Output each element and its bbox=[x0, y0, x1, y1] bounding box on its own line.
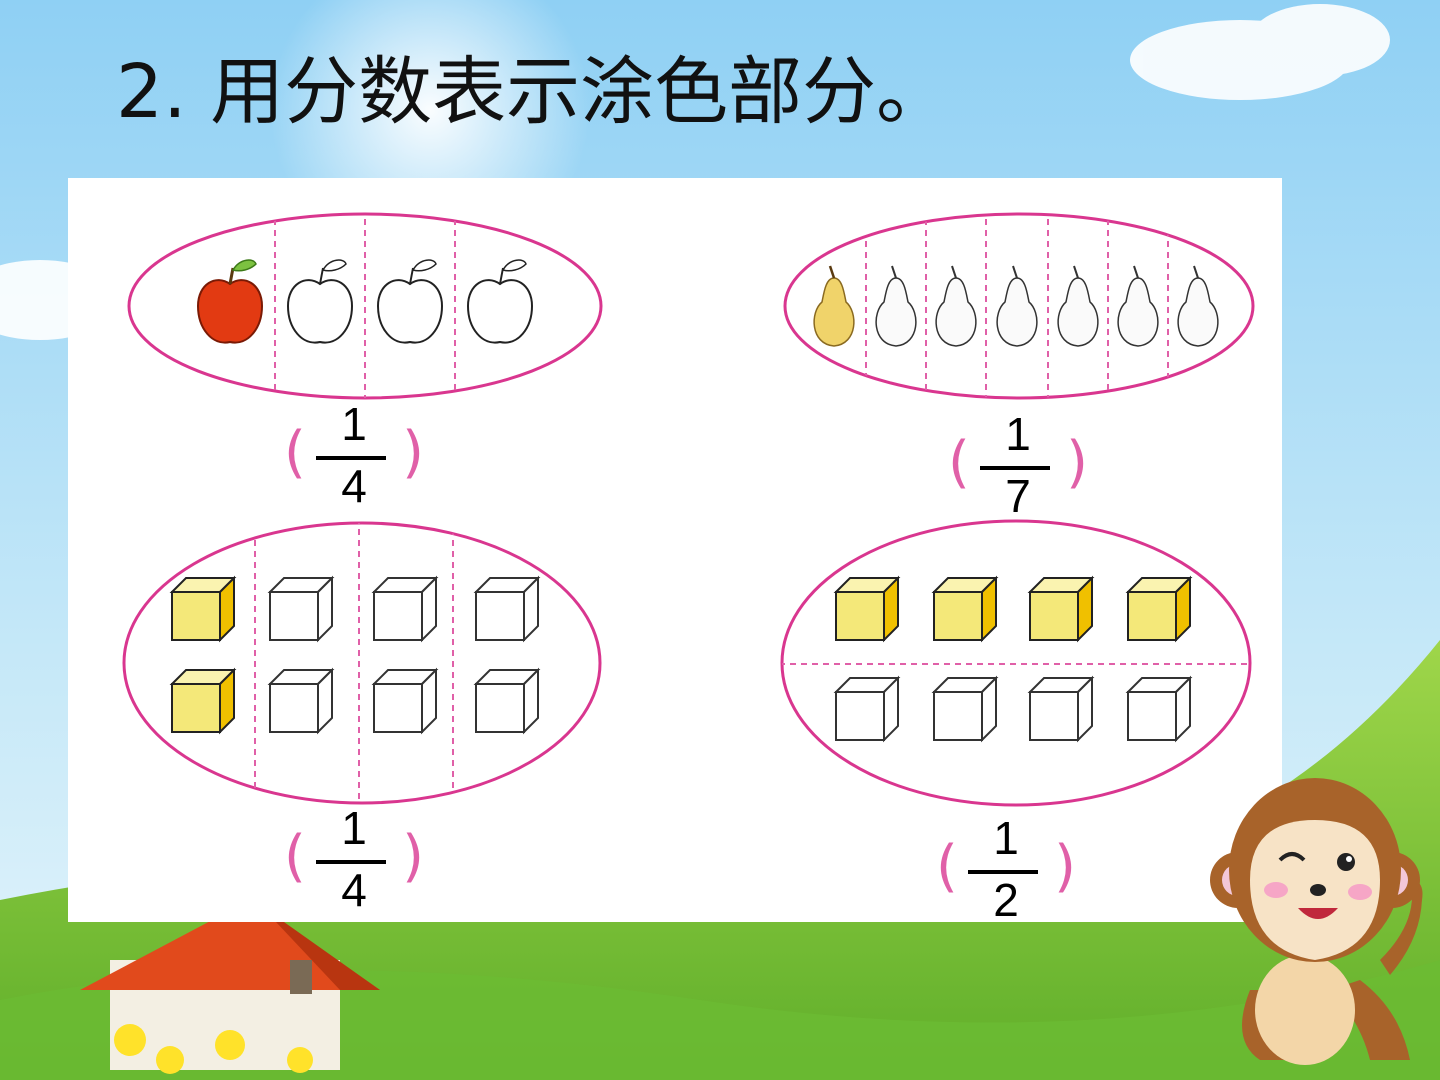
answer-fraction-apples: ( 1 4 ) bbox=[284, 398, 424, 518]
cube-group-quarters bbox=[122, 521, 602, 805]
fraction-numerator: 1 bbox=[341, 802, 367, 854]
pear-icon bbox=[996, 265, 1038, 347]
pear-icon bbox=[1057, 265, 1099, 347]
cube-icon bbox=[169, 667, 237, 735]
pear-icon bbox=[813, 265, 855, 347]
monkey-mascot-icon bbox=[1210, 778, 1423, 1065]
right-parenthesis: ) bbox=[1066, 430, 1088, 495]
cube-icon bbox=[931, 675, 999, 743]
fraction-denominator: 4 bbox=[341, 460, 367, 512]
cube-icon bbox=[833, 675, 901, 743]
answer-fraction-cubes-quarters: ( 1 4 ) bbox=[284, 802, 424, 922]
pear-icon bbox=[875, 265, 917, 347]
group-outline bbox=[783, 212, 1255, 400]
page-title: 2. 用分数表示涂色部分。 bbox=[116, 49, 951, 135]
fraction-bar bbox=[316, 456, 386, 460]
cube-icon bbox=[473, 575, 541, 643]
cube-icon bbox=[1125, 675, 1193, 743]
fraction-bar bbox=[980, 466, 1050, 470]
cube-icon bbox=[931, 575, 999, 643]
cube-icon bbox=[1125, 575, 1193, 643]
cube-icon bbox=[1027, 675, 1095, 743]
fraction-bar bbox=[968, 870, 1038, 874]
left-parenthesis: ( bbox=[948, 430, 970, 495]
left-parenthesis: ( bbox=[936, 834, 958, 899]
cube-icon bbox=[267, 575, 335, 643]
exercise-panel: ( 1 4 ) ( 1 7 ) ( 1 4 ) ( 1 2 ) bbox=[68, 178, 1282, 926]
group-outline bbox=[122, 521, 602, 805]
fraction-denominator: 4 bbox=[341, 864, 367, 916]
answer-fraction-pears: ( 1 7 ) bbox=[948, 408, 1088, 528]
right-parenthesis: ) bbox=[402, 824, 424, 889]
pear-group bbox=[783, 212, 1255, 400]
apple-icon bbox=[286, 259, 354, 344]
pear-icon bbox=[1177, 265, 1219, 347]
answer-fraction-cubes-halves: ( 1 2 ) bbox=[936, 812, 1076, 932]
cube-icon bbox=[169, 575, 237, 643]
fraction-numerator: 1 bbox=[993, 812, 1019, 864]
cube-icon bbox=[267, 667, 335, 735]
left-parenthesis: ( bbox=[284, 824, 306, 889]
apple-icon bbox=[376, 259, 444, 344]
cube-icon bbox=[1027, 575, 1095, 643]
fraction-denominator: 7 bbox=[1005, 470, 1031, 522]
cube-icon bbox=[833, 575, 901, 643]
apple-icon bbox=[466, 259, 534, 344]
cube-icon bbox=[371, 667, 439, 735]
apple-group bbox=[127, 212, 603, 400]
left-parenthesis: ( bbox=[284, 420, 306, 485]
right-parenthesis: ) bbox=[402, 420, 424, 485]
exercise-figure bbox=[122, 212, 1255, 807]
cube-icon bbox=[371, 575, 439, 643]
fraction-numerator: 1 bbox=[341, 398, 367, 450]
cube-icon bbox=[473, 667, 541, 735]
cube-group-halves bbox=[780, 519, 1252, 807]
fraction-numerator: 1 bbox=[1005, 408, 1031, 460]
cube-icons bbox=[169, 575, 1193, 743]
pear-icon bbox=[935, 265, 977, 347]
pear-icon bbox=[1117, 265, 1159, 347]
fraction-bar bbox=[316, 860, 386, 864]
flower-icon bbox=[114, 1024, 313, 1074]
fraction-denominator: 2 bbox=[993, 874, 1019, 926]
apple-icon bbox=[196, 259, 264, 344]
right-parenthesis: ) bbox=[1054, 834, 1076, 899]
